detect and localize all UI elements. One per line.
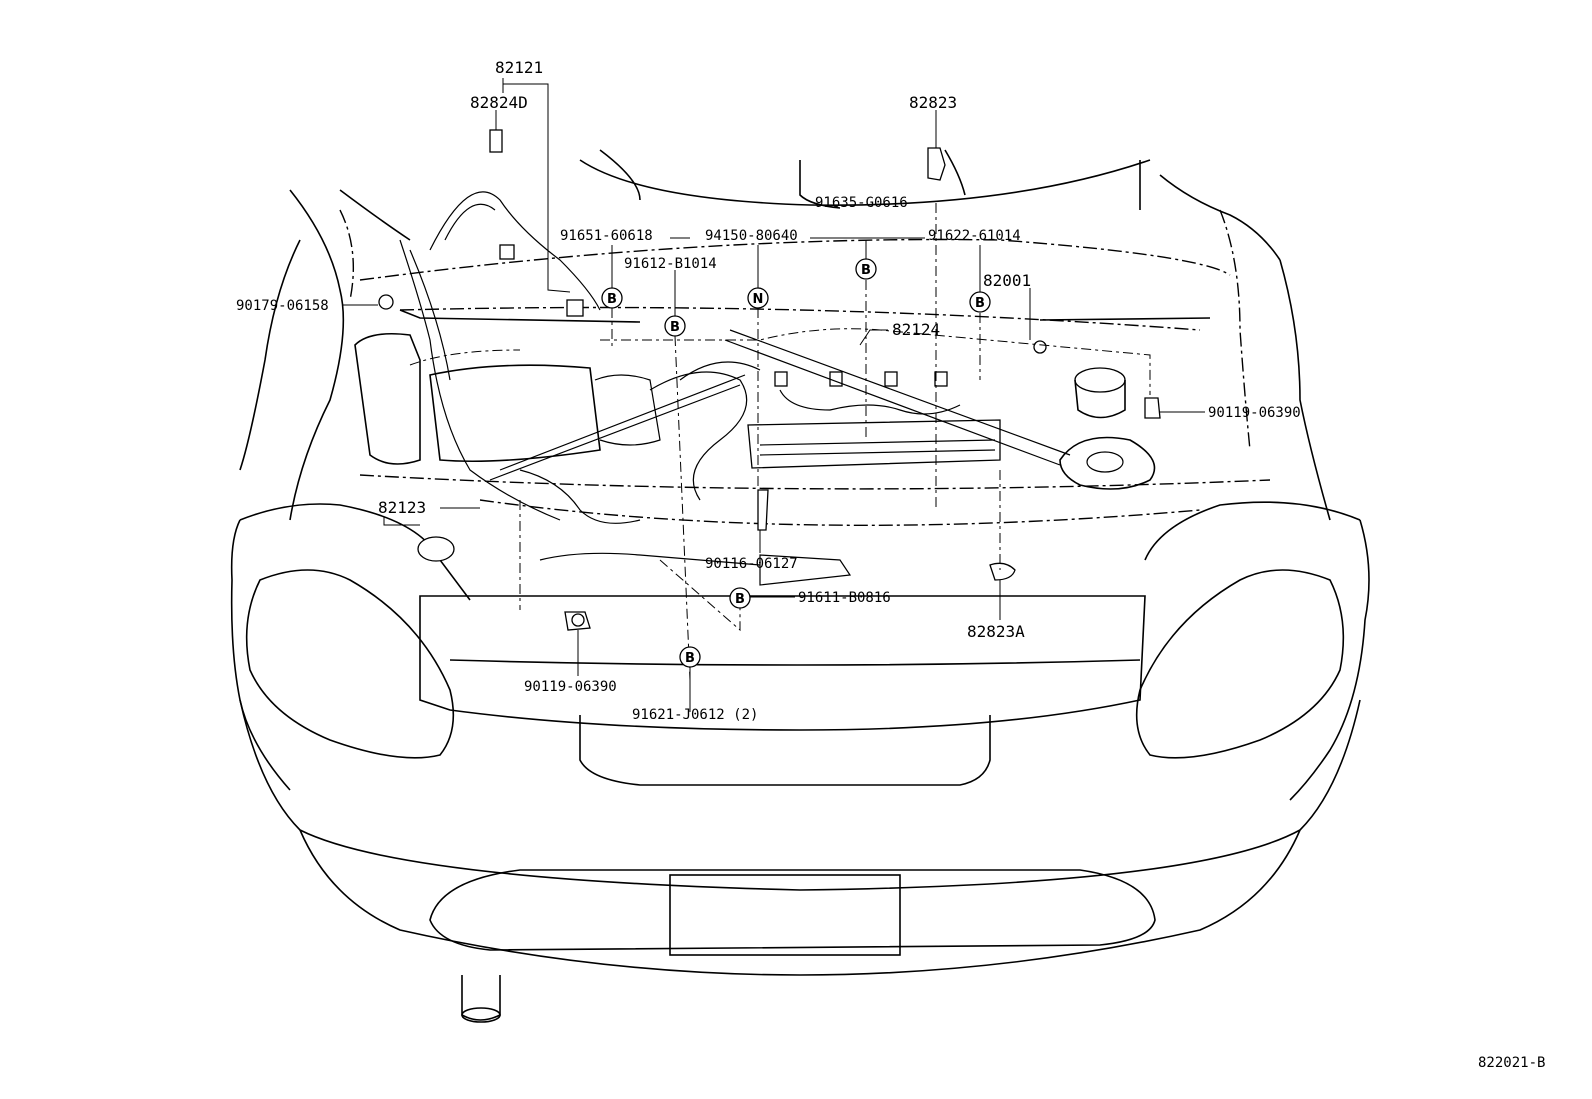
svg-text:B: B <box>670 320 680 335</box>
label-91611-B0816: 91611-B0816 <box>798 590 891 606</box>
svg-text:B: B <box>975 296 985 311</box>
label-82123: 82123 <box>378 498 426 517</box>
label-90119-06390-bottom: 90119-06390 <box>524 679 617 695</box>
svg-text:N: N <box>753 292 764 307</box>
svg-text:B: B <box>685 651 695 666</box>
callout-b-91622: B <box>969 291 991 313</box>
label-94150-80640: 94150-80640 <box>705 228 798 244</box>
svg-text:B: B <box>861 263 871 278</box>
callout-b-91621: B <box>679 646 701 668</box>
callout-b-91612: B <box>664 315 686 337</box>
label-82124: 82124 <box>892 320 940 339</box>
car-body-outline <box>230 149 1370 1023</box>
diagram-code: 822021-B <box>1478 1055 1545 1071</box>
label-82001: 82001 <box>983 271 1031 290</box>
callout-b-91635: B <box>855 258 877 280</box>
label-82823A: 82823A <box>967 622 1025 641</box>
label-90119-06390-right: 90119-06390 <box>1208 405 1301 421</box>
svg-text:B: B <box>735 592 745 607</box>
label-91651-60618: 91651-60618 <box>560 228 653 244</box>
engine-bay <box>354 129 1161 631</box>
leader-lines <box>343 78 1205 712</box>
label-91621-J0612: 91621-J0612 (2) <box>632 707 758 723</box>
svg-text:B: B <box>607 292 617 307</box>
label-91622-61014: 91622-61014 <box>928 228 1021 244</box>
callout-b-91651: B <box>601 287 623 309</box>
label-82823: 82823 <box>909 93 957 112</box>
callout-b-91611: B <box>729 587 751 609</box>
label-82121: 82121 <box>495 58 543 77</box>
label-90179-06158: 90179-06158 <box>236 298 329 314</box>
callout-markers: B B N B B B B <box>601 258 991 668</box>
label-90116-06127: 90116-06127 <box>705 556 798 572</box>
label-91612-B1014: 91612-B1014 <box>624 256 717 272</box>
label-91635-G0616: 91635-G0616 <box>815 195 908 211</box>
part-labels: 82121 82824D 82823 91635-G0616 91651-606… <box>236 58 1545 1071</box>
label-82824D: 82824D <box>470 93 528 112</box>
callout-n-94150: N <box>747 287 769 309</box>
